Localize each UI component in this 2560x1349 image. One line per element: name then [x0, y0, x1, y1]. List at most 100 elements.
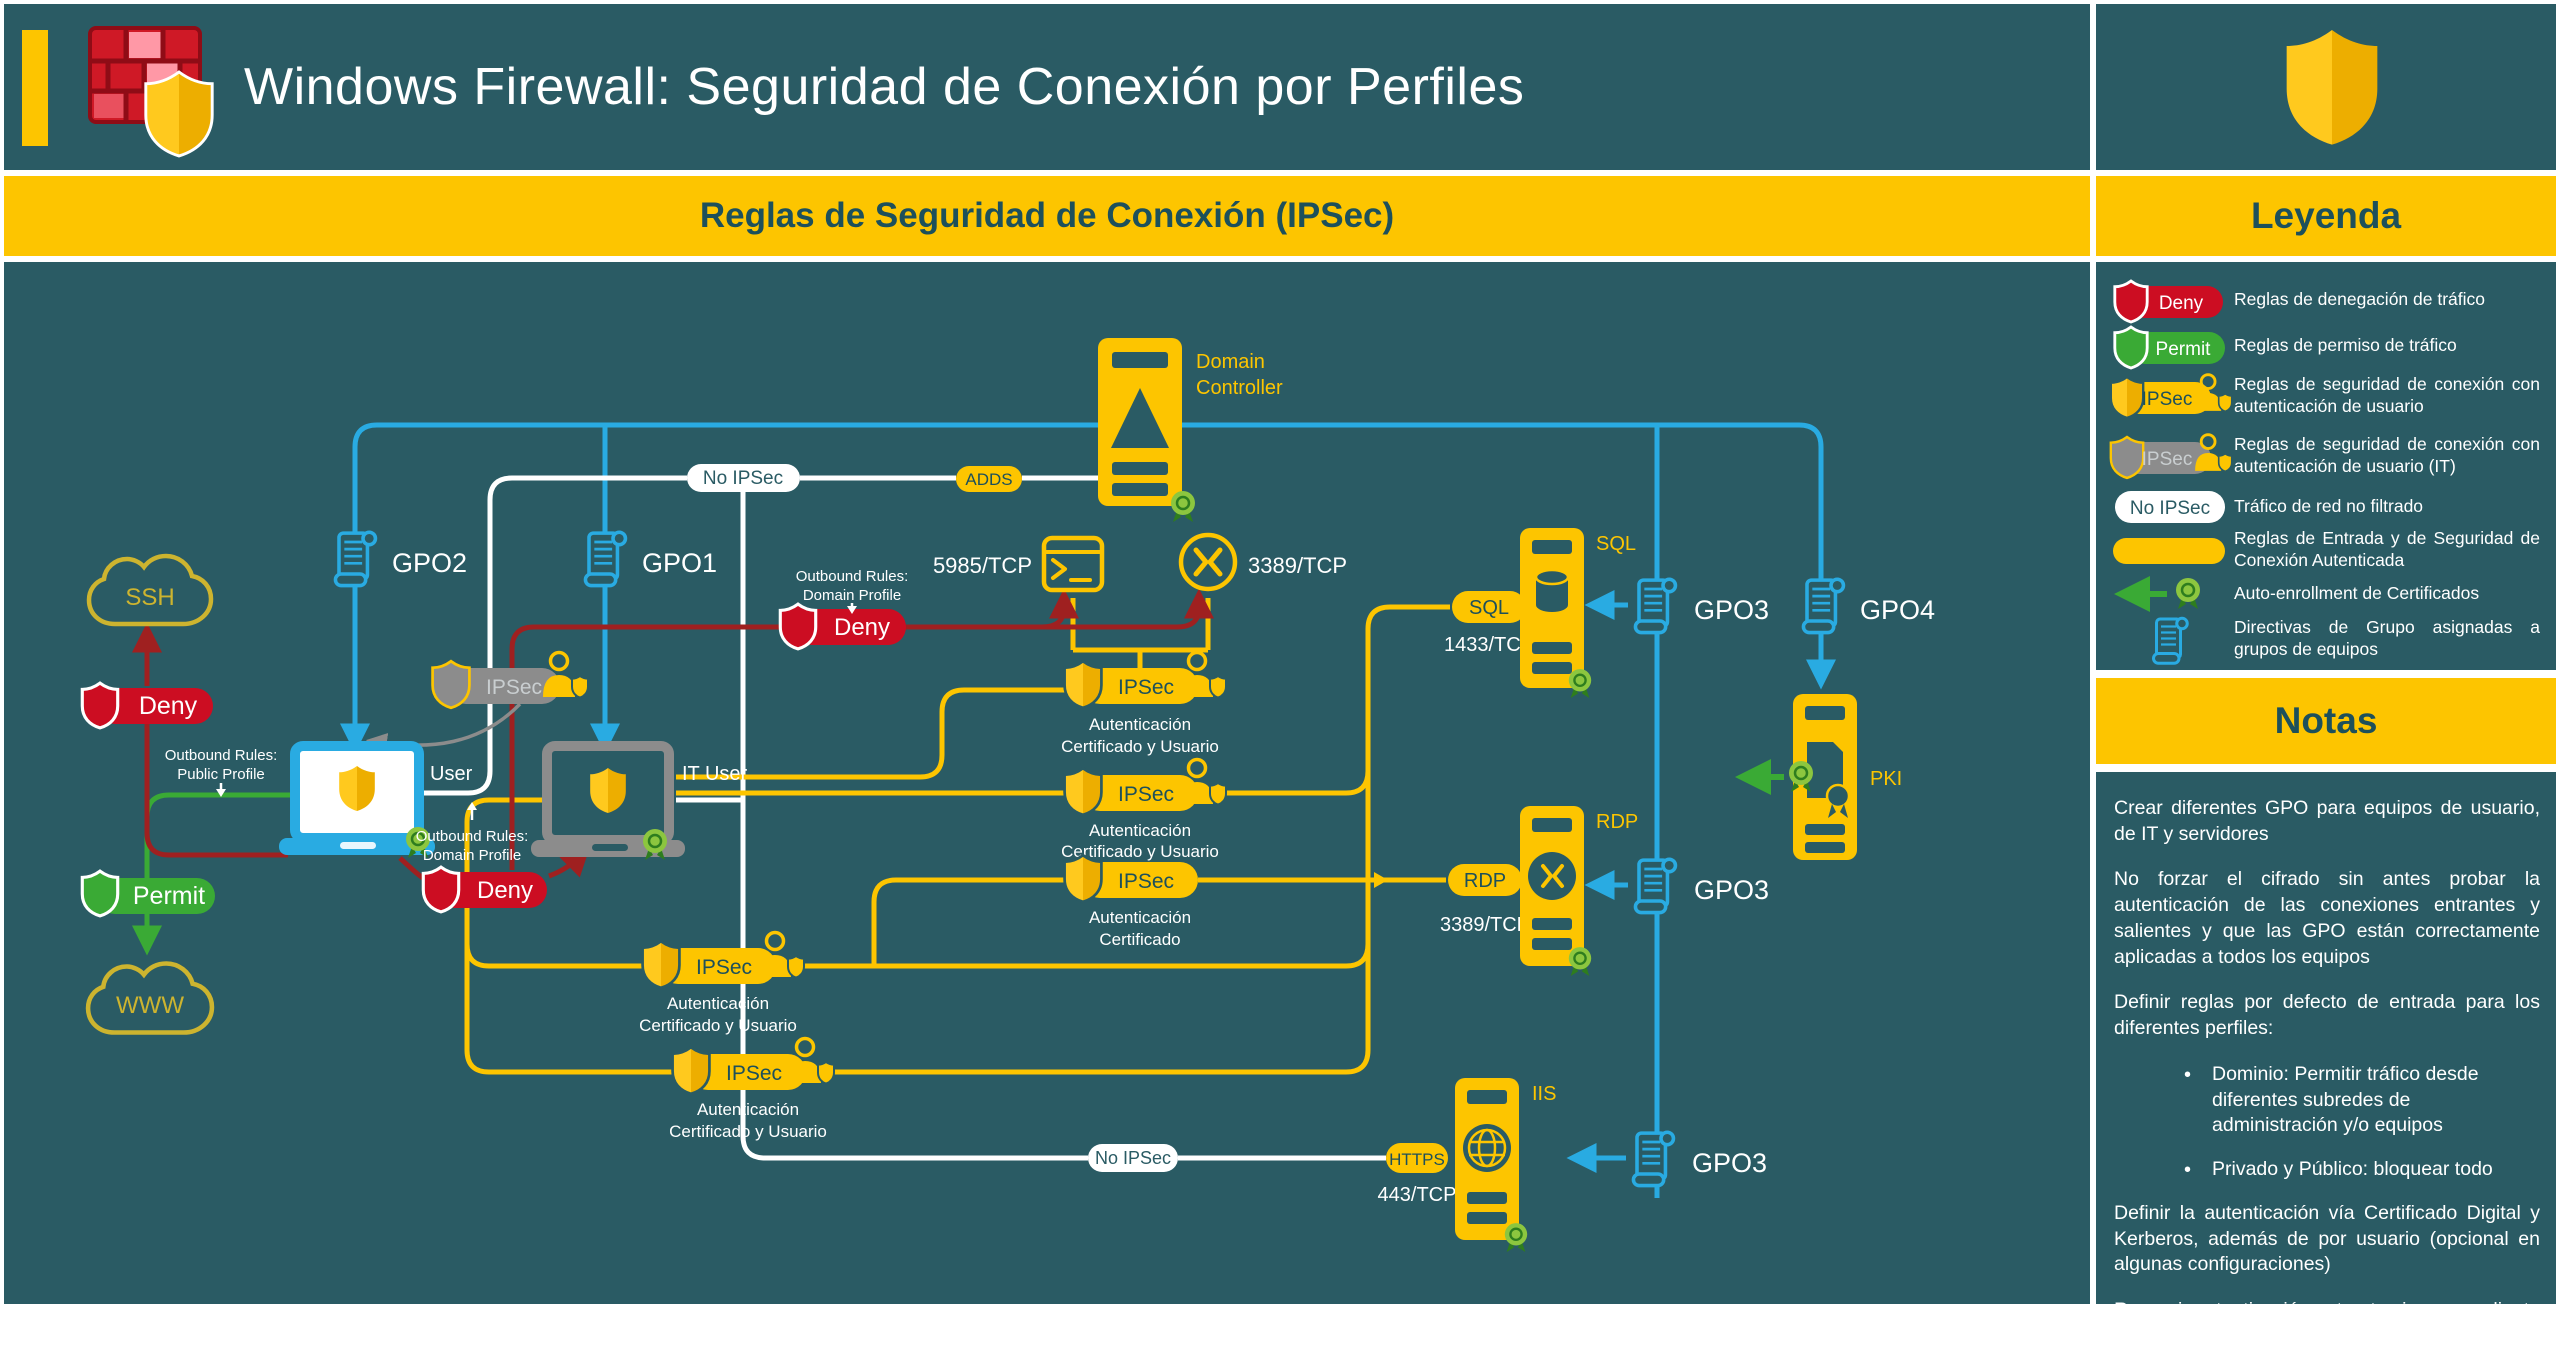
gpo2-label: GPO2 [392, 548, 467, 578]
deny-pill-label: Deny [477, 877, 533, 904]
note-bullet: Privado y Público: bloquear todo [2114, 1157, 2540, 1183]
gpo4-label: GPO4 [1860, 595, 1935, 625]
https-port-label: HTTPS [1389, 1150, 1445, 1169]
permit-badge-label: Permit [2156, 339, 2212, 360]
legend-item-autoenroll: Auto-enrollment de Certificados [2106, 576, 2546, 612]
yellow-rule-line-icon [2113, 538, 2225, 564]
deny-pill-public: Deny [80, 681, 213, 730]
deny-pill-label: Deny [834, 614, 890, 641]
sql-server [1520, 528, 1593, 700]
outbound-domain-label-it: Outbound Rules: Domain Profile [796, 568, 909, 614]
legend-item-ipsec-user: IPSec Reglas de seguridad de conexión co… [2106, 368, 2546, 424]
gpo1-label: GPO1 [642, 548, 717, 578]
ipsec-pill-mgmt: IPSec Autenticación Certificado y Usuari… [1061, 650, 1228, 756]
page-title: Windows Firewall: Seguridad de Conexión … [244, 58, 1525, 116]
note-bullet: Dominio: Permitir tráfico desde diferent… [2114, 1062, 2540, 1139]
gpo3-scroll-icon [1633, 577, 1678, 635]
legend-desc: Tráfico de red no filtrado [2234, 496, 2424, 517]
diagram-panel: SSH WWW Deny Permit Deny Deny IPSec IPSe… [4, 262, 2090, 1304]
ssh-cloud-label: SSH [125, 584, 174, 611]
gpo3-scroll-icon [1631, 1130, 1676, 1188]
sql-port-label: SQL [1469, 597, 1509, 619]
ipsec-caption: Certificado [1099, 930, 1180, 949]
ipsec-caption: Certificado y Usuario [639, 1016, 797, 1035]
notes-title: Notas [2274, 700, 2378, 741]
legend-item-gpo: Directivas de Grupo asignadas a grupos d… [2106, 610, 2546, 668]
pki-autoenroll-icon [1735, 759, 1815, 795]
it-user-laptop [531, 741, 685, 862]
outbound-profile-text: Public Profile [177, 766, 265, 783]
legend-item-noipsec: No IPSec Tráfico de red no filtrado [2106, 486, 2546, 528]
legend-desc: Reglas de seguridad de conexión con aute… [2234, 434, 2540, 476]
legend-desc: Reglas de Entrada y de Seguridad de Cone… [2234, 528, 2540, 570]
no-ipsec-badge-icon: No IPSec [2115, 491, 2225, 523]
deny-pill-domain-it: Deny [778, 602, 906, 651]
iis-server-label: IIS [1532, 1083, 1556, 1105]
outbound-profile-text: Domain Profile [423, 847, 521, 864]
no-ipsec-pill-top: No IPSec [687, 464, 800, 492]
rdp-port-pill: RDP 3389/TCP [1440, 864, 1530, 936]
adds-label: ADDS [965, 470, 1012, 489]
it-user-label: IT User [682, 763, 748, 785]
permit-pill: Permit [80, 869, 215, 918]
ipsec-pill-user-b: IPSec Autenticación Certificado y Usuari… [669, 1036, 836, 1141]
outbound-rules-text: Outbound Rules: [796, 568, 909, 585]
gpo3-label: GPO3 [1692, 1148, 1767, 1178]
gpo3-label: GPO3 [1694, 595, 1769, 625]
user-label: User [430, 763, 473, 785]
ipsec-caption: Certificado y Usuario [669, 1122, 827, 1141]
gpo2-scroll-icon [333, 530, 378, 588]
header: Windows Firewall: Seguridad de Conexión … [4, 4, 2090, 170]
ssh-cloud: SSH [89, 556, 211, 624]
rdp-port-label: RDP [1464, 870, 1506, 892]
dc-label-line1: Domain [1196, 351, 1265, 373]
outbound-rules-text: Outbound Rules: [165, 747, 278, 764]
legend-item-authenticated-rule: Reglas de Entrada y de Seguridad de Cone… [2106, 524, 2546, 576]
pki-server-label: PKI [1870, 768, 1902, 790]
deny-badge-label: Deny [2159, 293, 2204, 314]
no-ipsec-pill-bottom: No IPSec [1088, 1144, 1178, 1172]
header-logo-panel [2096, 4, 2556, 170]
ipsec-pill-user-a: IPSec Autenticación Certificado y Usuari… [639, 930, 806, 1035]
note-paragraph: Definir reglas por defecto de entrada pa… [2114, 991, 2540, 1040]
permit-pill-label: Permit [133, 882, 205, 910]
legend-desc: Directivas de Grupo asignadas a grupos d… [2234, 617, 2540, 659]
legend-desc: Reglas de denegación de tráfico [2234, 289, 2486, 310]
sql-port-pill: SQL 1433/TCP [1444, 591, 1534, 656]
permit-line [132, 792, 293, 956]
auto-enrollment-icon [2114, 576, 2202, 612]
ipsec-diagram: SSH WWW Deny Permit Deny Deny IPSec IPSe… [80, 338, 1935, 1254]
no-ipsec-badge-label: No IPSec [2130, 498, 2210, 519]
www-cloud-label: WWW [116, 992, 184, 1019]
iis-server [1455, 1078, 1529, 1254]
pki-server [1793, 694, 1857, 860]
no-ipsec-label: No IPSec [1095, 1148, 1171, 1168]
gpo4-scroll-icon [1801, 577, 1846, 635]
note-paragraph: Crear diferentes GPO para equipos de usu… [2114, 797, 2540, 845]
legend-item-permit: Permit Reglas de permiso de tráfico [2106, 322, 2546, 370]
ipsec-pill-label: IPSec [726, 1062, 782, 1085]
rdp-server [1520, 806, 1593, 978]
note-paragraph: Definir la autenticación vía Certificado… [2114, 1201, 2540, 1276]
winrm-terminal-icon [1041, 535, 1105, 593]
accent-stripe [22, 30, 48, 146]
note-paragraph: Requerir autenticación entrante siempre,… [2114, 1299, 2540, 1347]
legend-item-ipsec-it: IPSec Reglas de seguridad de conexión co… [2106, 428, 2546, 484]
gpo1-scroll-icon [583, 530, 628, 588]
notes-title-bar: Notas [2096, 678, 2556, 764]
notes-panel: Crear diferentes GPO para equipos de usu… [2096, 772, 2556, 1347]
domain-controller-server [1098, 338, 1197, 524]
legend-panel: Deny Reglas de denegación de tráfico Per… [2096, 262, 2556, 670]
outbound-rules-text: Outbound Rules: [416, 828, 529, 845]
ipsec-pill-label: IPSec [1118, 676, 1174, 699]
ipsec-badge-icon: IPSec [2109, 373, 2233, 420]
ipsec-lines [464, 598, 1450, 1075]
ipsec-badge-label: IPSec [2142, 389, 2193, 410]
gpo3-scroll-icon [1633, 857, 1678, 915]
winrm-port-label: 5985/TCP [933, 553, 1032, 578]
ipsec-pill-sql: IPSec Autenticación Certificado y Usuari… [1061, 757, 1228, 861]
rdp-mgmt-icon [1178, 532, 1238, 592]
ipsec-it-badge-label: IPSec [2142, 449, 2193, 470]
user-laptop [279, 741, 435, 860]
www-cloud: WWW [88, 963, 212, 1032]
